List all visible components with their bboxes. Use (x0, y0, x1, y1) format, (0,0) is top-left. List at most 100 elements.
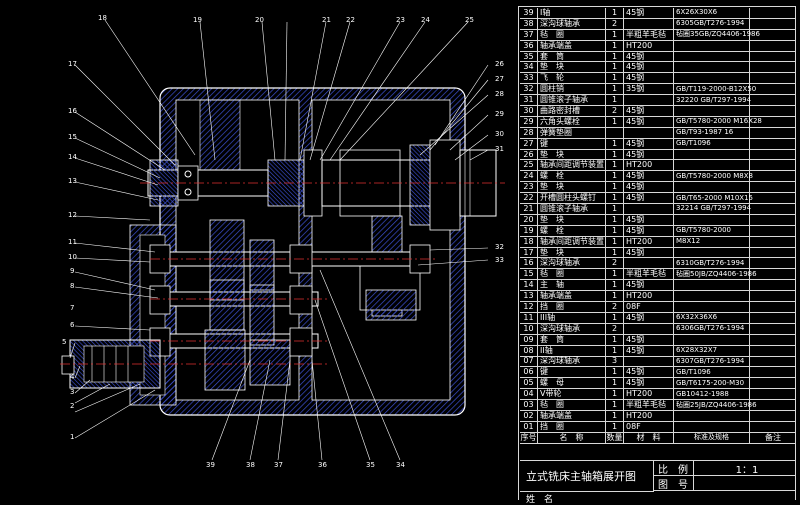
part-material: 45钢 (624, 73, 674, 84)
part-remark (750, 150, 796, 160)
header-part-no: 序号 (520, 432, 538, 443)
callout-14: 14 (68, 153, 77, 161)
part-standard (674, 51, 750, 62)
part-material (624, 323, 674, 334)
part-material: 45钢 (624, 378, 674, 389)
callouts-top: 18 19 20 21 22 23 24 25 (98, 14, 474, 24)
part-qty: 2 (606, 18, 624, 29)
part-remark (750, 73, 796, 83)
part-name: 圆柱销 (538, 84, 606, 95)
part-no: 13 (520, 291, 538, 302)
callout-20: 20 (255, 16, 264, 24)
part-material (624, 127, 674, 138)
part-name: 套 筒 (538, 51, 606, 62)
part-qty: 1 (606, 95, 624, 106)
part-name: 轴承间距调节装置 (540, 160, 606, 171)
part-remark (750, 182, 796, 192)
part-remark (750, 258, 796, 268)
part-name: 螺 母 (538, 378, 606, 389)
part-standard: 6305GB/T276-1994 (674, 18, 750, 29)
part-standard: 毡圈50JB/ZQ4406-1986 (676, 269, 757, 280)
part-standard: GB/T6175-200-M30 (674, 378, 750, 389)
part-remark (750, 248, 796, 258)
part-material: 45钢 (624, 149, 674, 160)
leader-lines (69, 19, 489, 461)
part-material: 半粗羊毛毡 (624, 400, 674, 410)
part-remark (750, 237, 796, 247)
part-remark (750, 346, 796, 356)
part-standard (674, 40, 750, 51)
part-qty: 1 (606, 193, 624, 204)
part-qty: 1 (606, 29, 624, 40)
part-remark (750, 160, 796, 170)
part-name: 垫 块 (538, 214, 606, 225)
part-remark (750, 215, 796, 225)
part-no: 03 (520, 400, 538, 410)
part-material (624, 204, 674, 214)
part-no: 19 (520, 225, 538, 236)
part-remark (750, 41, 796, 51)
callout-28: 28 (495, 90, 504, 98)
callouts-right: 26 27 28 29 30 31 32 33 (495, 60, 504, 264)
part-material: 45钢 (624, 182, 674, 193)
part-qty: 1 (606, 367, 624, 378)
part-remark (750, 139, 796, 149)
callout-13: 13 (68, 177, 77, 185)
part-qty: 1 (606, 400, 624, 410)
part-material: 半粗羊毛毡 (624, 29, 674, 40)
part-qty: 1 (606, 8, 624, 18)
callout-38: 38 (246, 461, 255, 469)
part-no: 34 (520, 62, 538, 73)
table-left-border (518, 6, 519, 500)
part-remark (750, 117, 796, 127)
part-no: 04 (520, 389, 538, 400)
part-qty: 1 (606, 62, 624, 73)
callout-11: 11 (68, 238, 77, 246)
part-remark (750, 378, 796, 388)
part-material: 45钢 (624, 214, 674, 225)
callout-6: 6 (70, 321, 75, 329)
part-standard: GB/T5780-2000 (674, 225, 750, 236)
part-standard: 6310GB/T276-1994 (674, 258, 750, 269)
callout-2: 2 (70, 402, 74, 410)
part-name: 深沟球轴承 (538, 356, 606, 367)
part-standard (674, 247, 750, 258)
drawing-title: 立式铣床主轴箱展开图 (520, 461, 654, 491)
callout-32: 32 (495, 243, 504, 251)
part-material: 45钢 (624, 312, 674, 323)
part-name: 螺 栓 (538, 171, 606, 182)
part-qty: 1 (606, 389, 624, 400)
scale-label: 比 例 (654, 461, 694, 476)
part-standard: M8X12 (674, 236, 750, 247)
part-remark (750, 389, 796, 399)
part-qty: 2 (606, 258, 624, 269)
part-qty (606, 127, 624, 138)
part-qty: 1 (606, 138, 624, 149)
callouts-left: 17 16 15 14 13 12 11 10 9 8 7 6 5 4 3 2 … (62, 60, 77, 441)
part-standard: 6X26X30X6 (674, 8, 750, 18)
part-qty: 1 (606, 421, 624, 432)
part-name: 深沟球轴承 (538, 323, 606, 334)
part-remark (750, 193, 796, 203)
part-no: 37 (520, 29, 538, 40)
callout-21: 21 (322, 16, 331, 24)
part-no: 17 (520, 247, 538, 258)
part-qty: 1 (606, 269, 624, 280)
drawing-no-value (694, 476, 796, 491)
part-material: 45钢 (624, 106, 674, 116)
part-qty: 1 (606, 378, 624, 389)
part-qty: 1 (606, 182, 624, 193)
part-material: 45钢 (624, 8, 674, 18)
